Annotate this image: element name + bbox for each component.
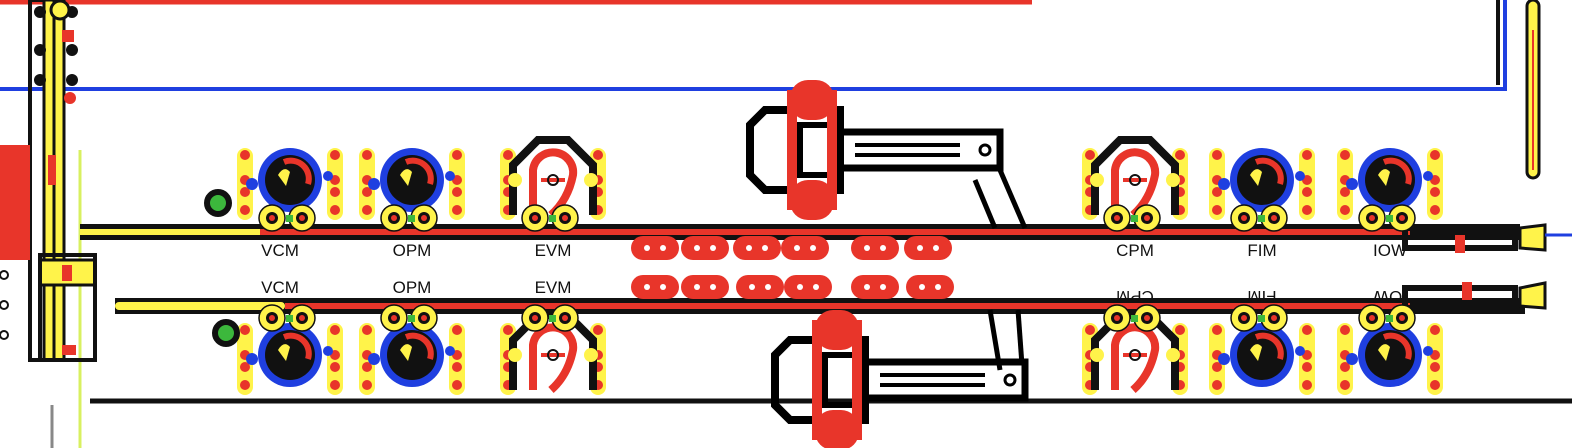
potentiometer xyxy=(237,323,343,395)
jack-trace xyxy=(1015,309,1025,366)
potentiometer xyxy=(1209,148,1315,220)
component-fim[interactable]: FIM xyxy=(1209,148,1315,260)
component-iow[interactable]: IOW xyxy=(1337,148,1443,260)
potentiometer xyxy=(359,323,465,395)
center-pad-array xyxy=(631,236,954,299)
component-label: IOW xyxy=(1373,287,1407,306)
component-evm[interactable]: EVM xyxy=(500,136,606,260)
jack-connectors xyxy=(746,80,1029,448)
component-evm[interactable]: EVM xyxy=(500,278,606,395)
red-pad xyxy=(631,275,679,299)
component-opm[interactable]: OPM xyxy=(359,148,465,260)
red-pad xyxy=(851,275,899,299)
solder-pads xyxy=(1103,204,1161,232)
red-pad xyxy=(681,275,729,299)
red-pad xyxy=(733,236,781,260)
component-opm[interactable]: OPM xyxy=(359,278,465,395)
potentiometer xyxy=(1337,148,1443,220)
component-label: IOW xyxy=(1373,241,1407,260)
red-pad xyxy=(784,275,832,299)
toggle-switch xyxy=(1082,136,1188,220)
jack-trace xyxy=(987,309,1003,371)
component-label: CPM xyxy=(1116,241,1154,260)
solder-pads xyxy=(380,304,438,332)
solder-pads xyxy=(521,204,579,232)
toggle-switch xyxy=(500,311,606,395)
component-vcm[interactable]: VCM xyxy=(237,148,343,260)
component-label: VCM xyxy=(261,241,299,260)
toggle-switch xyxy=(500,136,606,220)
audio-jack xyxy=(746,80,1004,220)
red-pad xyxy=(736,275,784,299)
jack-trace xyxy=(972,179,998,229)
via-top-left xyxy=(204,189,232,217)
solder-pads xyxy=(1103,304,1161,332)
right-connector-bottom xyxy=(1402,281,1547,311)
bottom-bus xyxy=(115,298,1525,314)
solder-pads xyxy=(1230,204,1288,232)
red-pad xyxy=(904,236,952,260)
solder-pads xyxy=(258,304,316,332)
component-iow[interactable]: IOW xyxy=(1337,287,1443,395)
blue-border-trace xyxy=(0,0,1507,91)
component-label: VCM xyxy=(261,278,299,297)
component-label: CPM xyxy=(1116,287,1154,306)
component-label: OPM xyxy=(393,278,432,297)
solder-pads xyxy=(1230,304,1288,332)
solder-pads xyxy=(380,204,438,232)
solder-pads xyxy=(258,204,316,232)
toggle-switch xyxy=(1082,311,1188,395)
component-vcm[interactable]: VCM xyxy=(237,278,343,395)
potentiometer xyxy=(359,148,465,220)
component-label: EVM xyxy=(535,241,572,260)
red-pad xyxy=(851,236,899,260)
jack-trace xyxy=(997,169,1028,229)
red-pad xyxy=(781,236,829,260)
solder-pads xyxy=(1358,304,1416,332)
component-cpm[interactable]: CPM xyxy=(1082,287,1188,395)
potentiometer xyxy=(1337,323,1443,395)
component-label: FIM xyxy=(1247,241,1276,260)
component-label: FIM xyxy=(1247,287,1276,306)
component-fim[interactable]: FIM xyxy=(1209,287,1315,395)
component-cpm[interactable]: CPM xyxy=(1082,136,1188,260)
solder-pads xyxy=(1358,204,1416,232)
component-label: EVM xyxy=(535,278,572,297)
potentiometer xyxy=(237,148,343,220)
red-pad xyxy=(906,275,954,299)
potentiometer xyxy=(1209,323,1315,395)
via-bottom-left xyxy=(212,319,240,347)
red-pad xyxy=(681,236,729,260)
right-connector-top xyxy=(1402,223,1572,253)
audio-jack xyxy=(771,310,1029,448)
solder-pads xyxy=(521,304,579,332)
red-pad xyxy=(631,236,679,260)
component-label: OPM xyxy=(393,241,432,260)
top-bus xyxy=(80,224,1520,240)
left-connector xyxy=(0,0,97,362)
